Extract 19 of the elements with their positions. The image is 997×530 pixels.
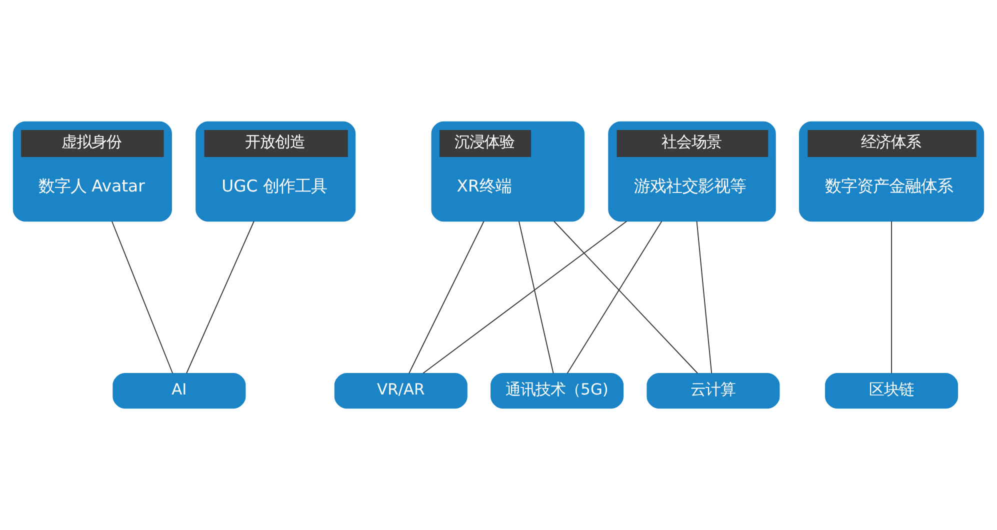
connector [111,220,174,374]
connector [891,220,892,374]
connector [186,220,254,374]
connector [566,220,662,374]
node-box: 经济体系 数字资产金融体系 [799,121,984,222]
node-box: 沉浸体验 XR终端 [431,121,585,222]
node-box: AI [112,372,246,409]
connector [518,220,554,374]
node-box: 云计算 [646,372,780,409]
node-box: 社会场景 游戏社交影视等 [608,121,776,222]
node-box: 通讯技术（5G) [490,372,624,409]
connector [422,220,628,374]
connector [554,220,698,374]
node-box: 虚拟身份 数字人 Avatar [12,121,172,222]
node-box: VR/AR [334,372,468,409]
node-box: 开放创造 UGC 创作工具 [196,121,356,222]
connector [696,220,712,374]
connector [408,220,484,374]
node-box: 区块链 [825,372,958,409]
